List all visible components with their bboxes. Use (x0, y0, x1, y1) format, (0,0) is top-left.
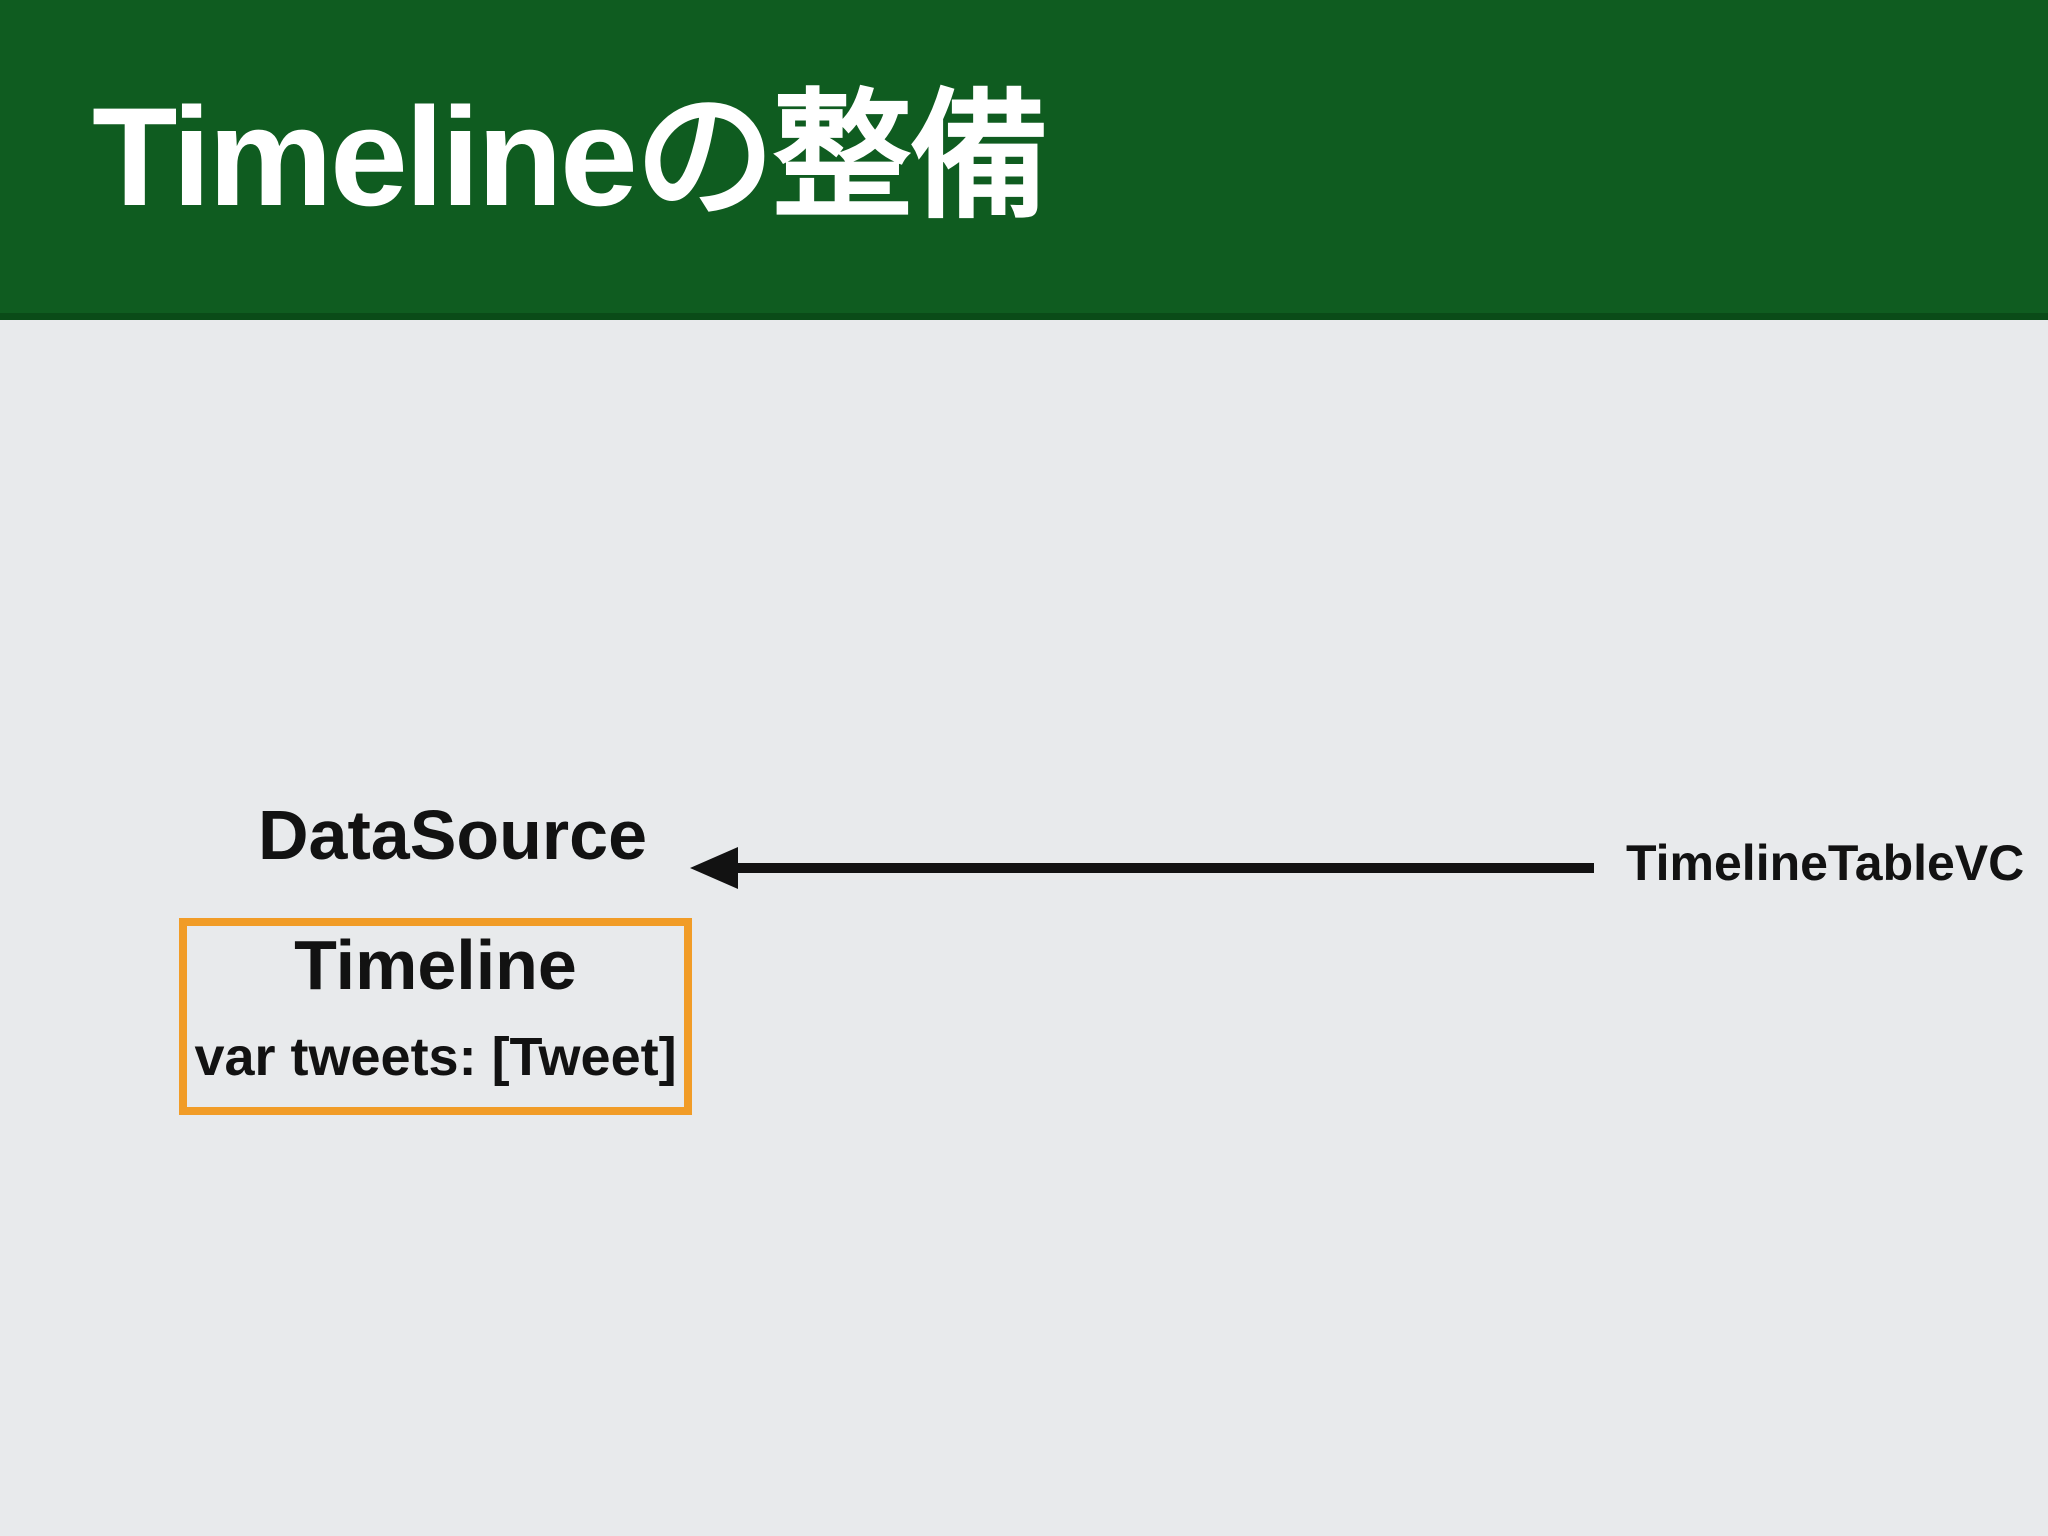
slide-header: Timelineの整備 (0, 0, 2048, 320)
timelinetablevc-label: TimelineTableVC (1626, 835, 2025, 891)
diagram-canvas: DataSource TimelineTableVC Timeline var … (0, 320, 2048, 1536)
timeline-box-title: Timeline (294, 926, 577, 1004)
left-arrow-icon (690, 847, 1594, 889)
timeline-box: Timeline var tweets: [Tweet] (179, 918, 692, 1115)
datasource-label: DataSource (258, 796, 648, 874)
timeline-box-property: var tweets: [Tweet] (194, 1027, 677, 1087)
slide-title: Timelineの整備 (92, 77, 1049, 235)
